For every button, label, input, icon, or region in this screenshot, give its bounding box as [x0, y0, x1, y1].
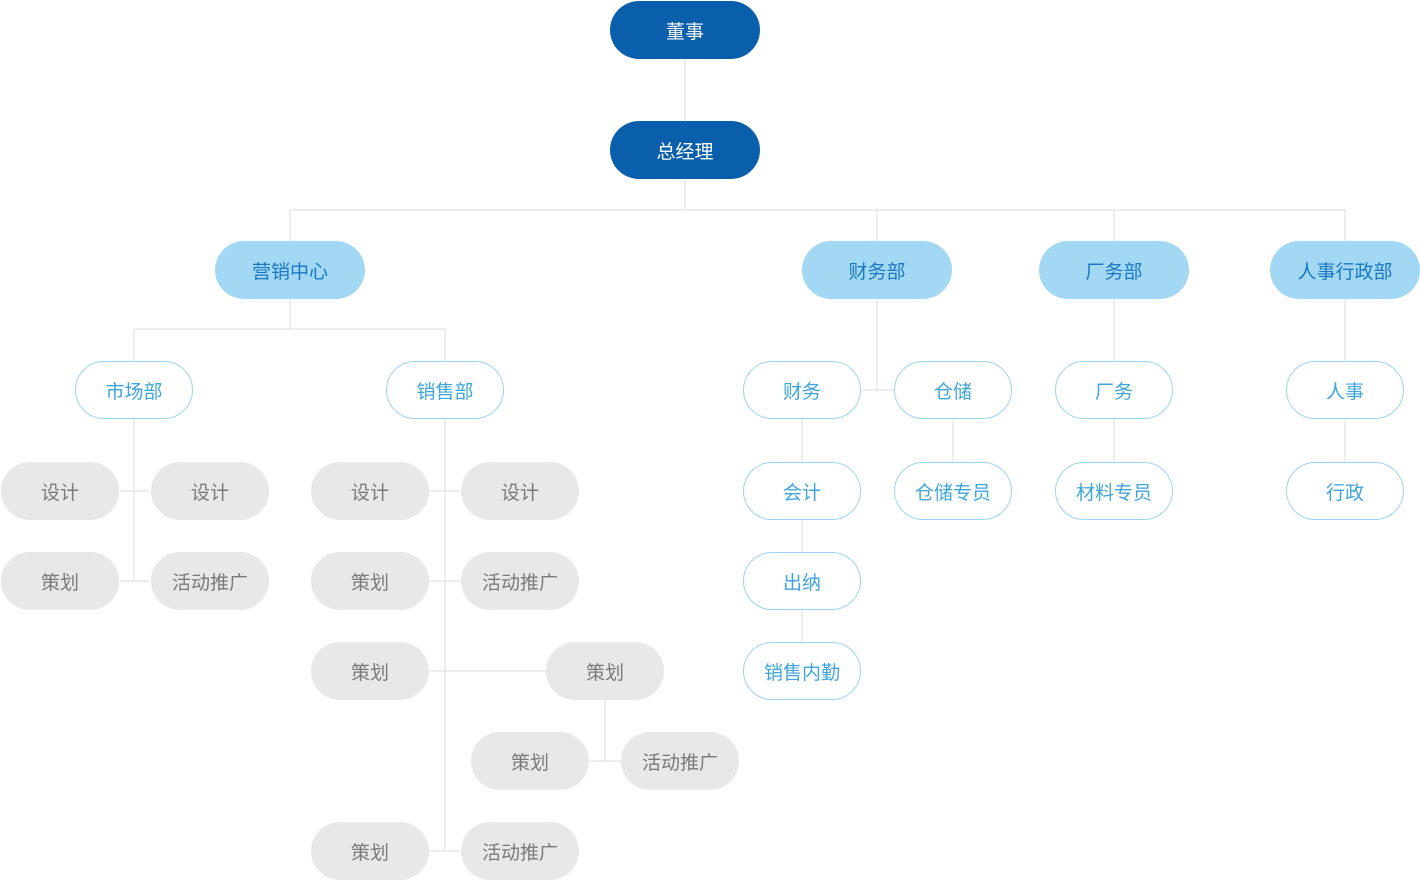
org-node-s-plan-5: 策划 [311, 822, 429, 880]
org-node-finance: 财务 [743, 361, 861, 419]
org-node-factory: 厂务 [1055, 361, 1173, 419]
org-node-finance-dept: 财务部 [802, 241, 952, 299]
org-node-s-promo-1: 活动推广 [461, 552, 579, 610]
org-node-s-plan-3: 策划 [546, 642, 664, 700]
org-node-warehouse-clerk: 仓储专员 [894, 462, 1012, 520]
org-node-admin: 行政 [1286, 462, 1404, 520]
org-node-cashier: 出纳 [743, 552, 861, 610]
org-node-factory-dept: 厂务部 [1039, 241, 1189, 299]
org-node-m-design-1: 设计 [1, 462, 119, 520]
org-node-warehouse: 仓储 [894, 361, 1012, 419]
org-node-s-design-1: 设计 [311, 462, 429, 520]
org-node-s-plan-2: 策划 [311, 642, 429, 700]
org-node-s-design-2: 设计 [461, 462, 579, 520]
org-node-s-plan-1: 策划 [311, 552, 429, 610]
org-node-accountant: 会计 [743, 462, 861, 520]
org-node-s-promo-2: 活动推广 [621, 732, 739, 790]
org-node-sales-dept: 销售部 [386, 361, 504, 419]
org-node-material-clerk: 材料专员 [1055, 462, 1173, 520]
org-node-m-design-2: 设计 [151, 462, 269, 520]
org-node-board: 董事 [610, 1, 760, 59]
org-node-market-dept: 市场部 [75, 361, 193, 419]
org-node-m-promo-1: 活动推广 [151, 552, 269, 610]
org-node-sales-clerk: 销售内勤 [743, 642, 861, 700]
org-node-s-promo-3: 活动推广 [461, 822, 579, 880]
org-node-s-plan-4: 策划 [471, 732, 589, 790]
org-node-m-plan-1: 策划 [1, 552, 119, 610]
org-node-marketing-center: 营销中心 [215, 241, 365, 299]
org-node-hr: 人事 [1286, 361, 1404, 419]
org-node-hr-admin-dept: 人事行政部 [1270, 241, 1420, 299]
org-node-gm: 总经理 [610, 121, 760, 179]
